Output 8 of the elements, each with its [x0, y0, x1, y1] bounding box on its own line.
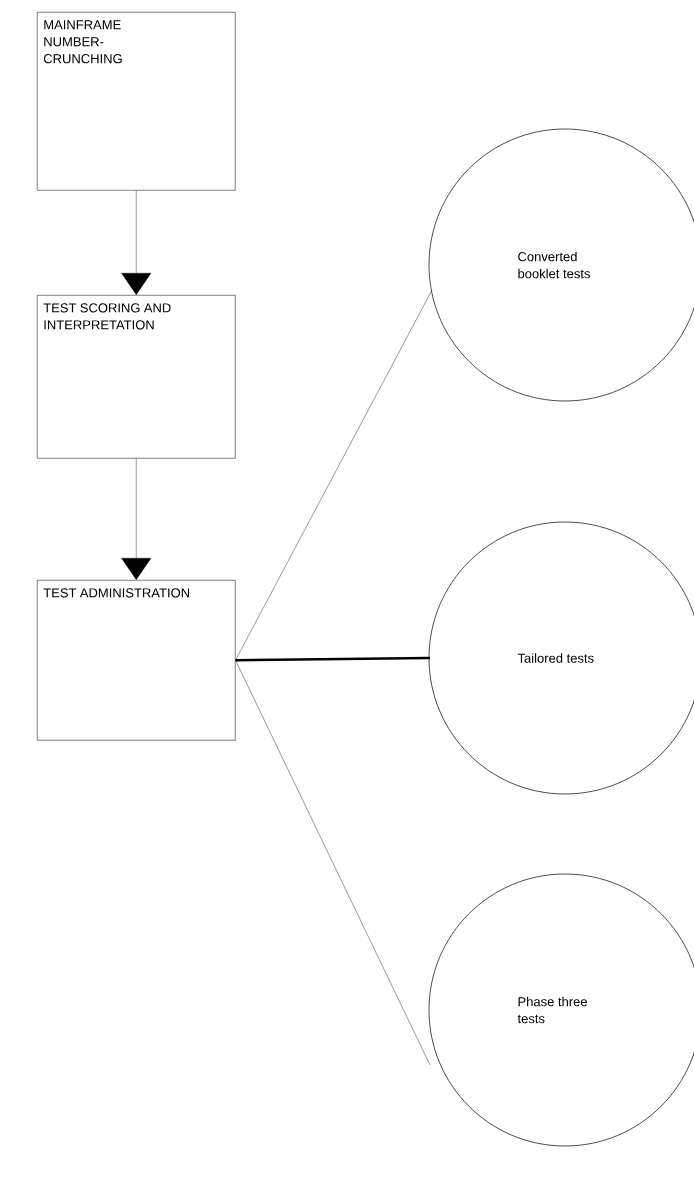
process-box: TEST ADMINISTRATION: [37, 580, 236, 741]
connector: [235, 660, 431, 1066]
connector: [235, 656, 430, 662]
process-box: TEST SCORING AND INTERPRETATION: [37, 295, 236, 459]
process-box: MAINFRAME NUMBER-CRUNCHING: [37, 12, 236, 191]
connector: [121, 458, 152, 580]
connector: [235, 289, 433, 661]
connector: [121, 190, 152, 295]
